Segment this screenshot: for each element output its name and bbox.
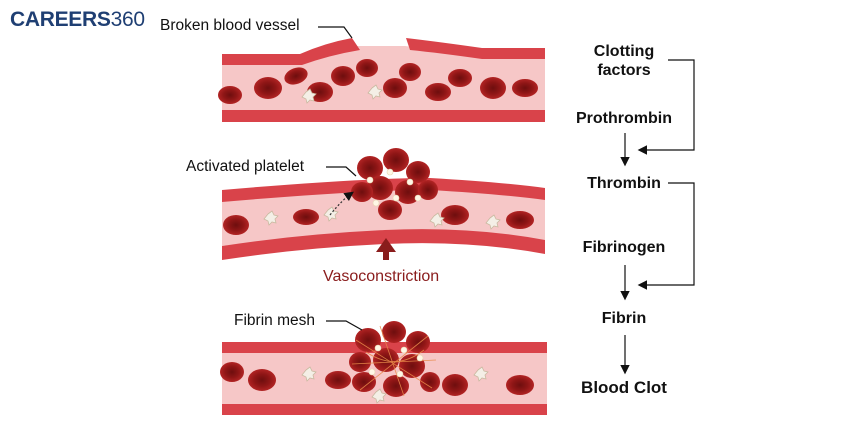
step-thrombin: Thrombin	[587, 175, 661, 192]
cascade-arrows	[620, 59, 695, 375]
step-clotting-factors: Clotting factors	[593, 43, 655, 79]
label-activated-platelet: Activated platelet	[186, 158, 305, 175]
leader-activated-platelet	[326, 166, 357, 177]
step-prothrombin: Prothrombin	[576, 110, 672, 127]
platelets-3	[301, 366, 489, 404]
step-fibrinogen: Fibrinogen	[582, 239, 666, 256]
careers360-logo: CAREERS360	[10, 8, 145, 31]
vessel-wall-bottom	[222, 110, 545, 122]
fibrin-clot	[349, 321, 440, 397]
red-blood-cells-3	[220, 362, 534, 396]
vessel-wall-top	[222, 342, 547, 353]
platelet-plug	[351, 148, 438, 220]
leader-broken-vessel	[318, 26, 353, 39]
step-fibrin: Fibrin	[601, 310, 647, 327]
vessel-wall-top-left	[222, 38, 360, 65]
platelets-1	[301, 84, 383, 104]
label-vasoconstriction: Vasoconstriction	[323, 268, 440, 285]
label-broken-blood-vessel: Broken blood vessel	[160, 17, 300, 34]
vessel-wall-bottom	[222, 404, 547, 415]
vessel-wall-bottom	[222, 229, 545, 260]
step-blood-clot: Blood Clot	[581, 378, 667, 397]
platelet-pointer-dotted	[329, 191, 354, 216]
label-fibrin-mesh: Fibrin mesh	[234, 312, 315, 329]
red-blood-cells-1	[218, 59, 538, 104]
vessel-wall-top-right	[406, 38, 545, 59]
red-blood-cells-2	[223, 205, 534, 235]
vasoconstriction-arrow	[376, 238, 396, 260]
leader-fibrin-mesh	[326, 320, 363, 331]
